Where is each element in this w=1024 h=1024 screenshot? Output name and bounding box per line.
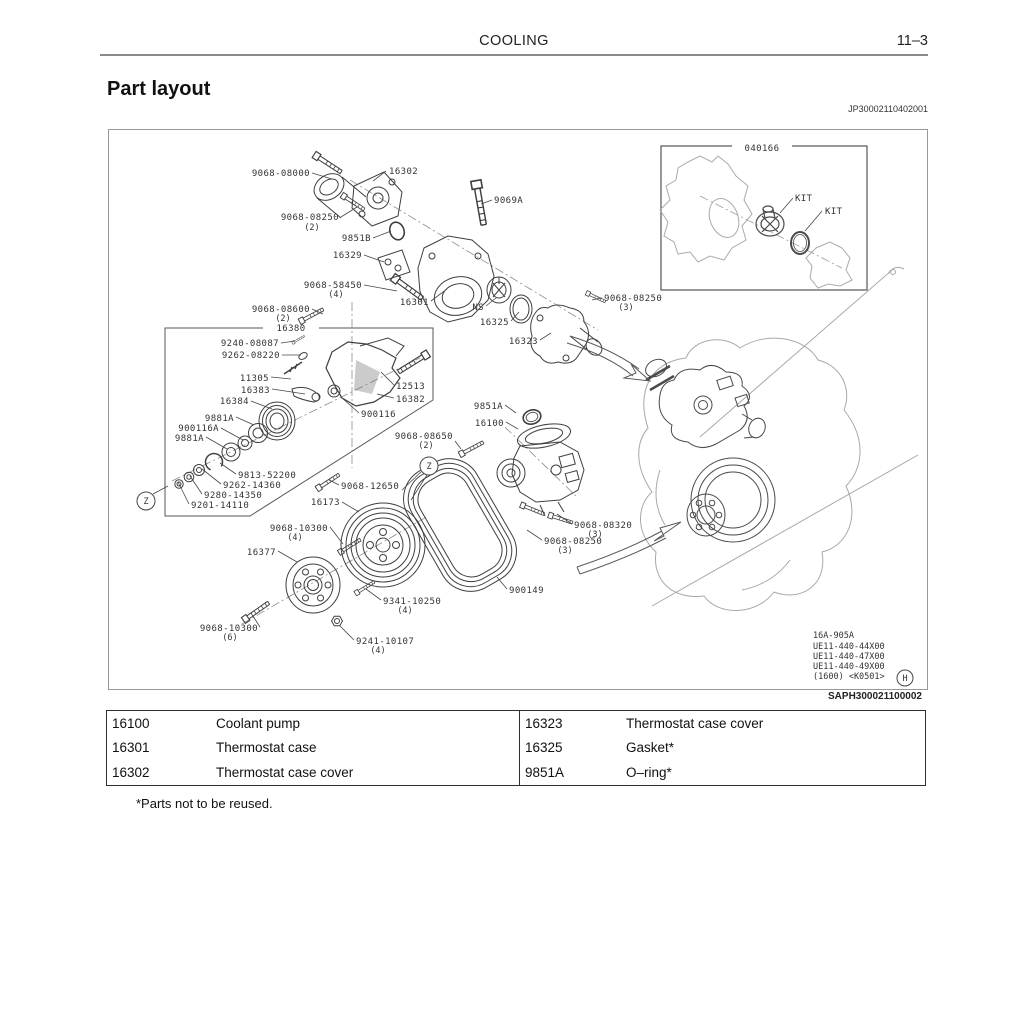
part-labels: 9068-08000 16302 9069A 9068-08250 (2) 98… — [175, 144, 885, 682]
engine-ghost-outline — [638, 266, 919, 611]
part-label-16377: 16377 — [247, 548, 276, 558]
part-label-9280-14350: 9280-14350 — [204, 491, 262, 501]
header-page-number: 11–3 — [896, 33, 928, 49]
model-block-line5: (1600) <K0501> — [813, 672, 885, 682]
part-label-16380: 16380 — [276, 324, 305, 334]
part-label-16325: 16325 — [480, 318, 509, 328]
parts-table-number: 9851A — [519, 760, 626, 785]
part-label-9068-12650: 9068-12650 — [341, 482, 399, 492]
part-label-9068-08320: 9068-08320 — [574, 521, 632, 531]
part-label-9341-10250: 9341-10250 — [383, 597, 441, 607]
table-footnote: *Parts not to be reused. — [136, 796, 273, 811]
part-label-16383: 16383 — [241, 386, 270, 396]
part-label-9881A-a: 9881A — [205, 414, 234, 424]
parts-table-name: Thermostat case cover — [216, 765, 354, 781]
parts-table: 16100 Coolant pump 16323 Thermostat case… — [106, 710, 926, 786]
part-label-9068-10300-a: 9068-10300 — [270, 524, 328, 534]
part-label-9068-08000: 9068-08000 — [252, 169, 310, 179]
part-label-900149: 900149 — [509, 586, 544, 596]
assembly-arrows — [566, 335, 682, 575]
part-label-9068-58450: 9068-58450 — [304, 281, 362, 291]
model-block-line2: UE11-440-44X00 — [813, 642, 885, 652]
model-block-line1: 16A-905A — [813, 631, 854, 641]
qty-label-9068-08320: (3) — [587, 530, 602, 540]
part-label-16100: 16100 — [475, 419, 504, 429]
ref-letter-left: Z — [143, 497, 148, 507]
ref-circle-left — [136, 491, 156, 511]
ref-letter-belt: Z — [426, 462, 431, 472]
part-label-16382: 16382 — [396, 395, 425, 405]
leader-lines — [152, 170, 823, 641]
part-label-9068-08250-b: 9068-08250 — [604, 294, 662, 304]
part-label-9813-52200: 9813-52200 — [238, 471, 296, 481]
part-label-9851A: 9851A — [474, 402, 503, 412]
model-block-line4: UE11-440-49X00 — [813, 662, 885, 672]
qty-label-9341-10250: (4) — [397, 606, 412, 616]
image-code: SAPH300021100002 — [828, 691, 922, 702]
part-label-9068-08600: 9068-08600 — [252, 305, 310, 315]
part-label-9068-08650: 9068-08650 — [395, 432, 453, 442]
parts-table-name: O–ring* — [626, 765, 672, 781]
part-label-16323: 16323 — [509, 337, 538, 347]
part-label-12513: 12513 — [396, 382, 425, 392]
parts-table-number: 16100 — [112, 715, 150, 731]
part-label-900116: 900116 — [361, 410, 396, 420]
kit-label-2: KIT — [825, 207, 843, 217]
qty-label-9068-08650: (2) — [418, 441, 433, 451]
part-label-NS: NS — [472, 303, 484, 313]
kit-label-1: KIT — [795, 194, 813, 204]
ref-circle-belt — [419, 456, 439, 476]
model-block-line3: UE11-440-47X00 — [813, 652, 885, 662]
part-label-16301: 16301 — [400, 298, 429, 308]
part-layout-diagram: Z Z H 9068-08000 16302 9069A 9068-08250 … — [136, 142, 919, 687]
part-label-9201-14110: 9201-14110 — [191, 501, 249, 511]
header-chapter-title: COOLING — [479, 33, 549, 49]
parts-table-number: 16302 — [112, 765, 150, 781]
page-title: Part layout — [107, 78, 211, 100]
kit-inset-box — [659, 142, 868, 291]
part-label-9068-10300-b: 9068-10300 — [200, 624, 258, 634]
part-label-9240-08087: 9240-08087 — [221, 339, 279, 349]
part-label-9069A: 9069A — [494, 196, 523, 206]
figure-frame — [108, 129, 928, 690]
qty-label-9068-08250-c: (3) — [557, 546, 572, 556]
part-label-9241-10107: 9241-10107 — [356, 637, 414, 647]
part-label-9068-08250-c: 9068-08250 — [544, 537, 602, 547]
parts-table-name: Gasket* — [626, 740, 675, 756]
part-label-9262-08220: 9262-08220 — [222, 351, 280, 361]
part-label-16329: 16329 — [333, 251, 362, 261]
part-label-900116A: 900116A — [178, 424, 219, 434]
qty-label-9068-10300-a: (4) — [287, 533, 302, 543]
figure-reference-code: JP30002110402001 — [848, 104, 928, 114]
qty-label-9068-10300-b: (6) — [222, 633, 237, 643]
installed-coolant-pump — [645, 358, 776, 543]
part-label-9068-08250-a: 9068-08250 — [281, 213, 339, 223]
qty-label-9241-10107: (4) — [370, 646, 385, 656]
bracket-sub-box — [164, 323, 434, 517]
parts-table-name: Thermostat case — [216, 740, 317, 756]
part-label-9262-14360: 9262-14360 — [223, 481, 281, 491]
qty-label-9068-08600: (2) — [275, 314, 290, 324]
part-label-16173: 16173 — [311, 498, 340, 508]
parts-table-name: Thermostat case cover — [626, 715, 764, 731]
parts-table-number: 16325 — [519, 735, 626, 761]
qty-label-9068-58450: (4) — [328, 290, 343, 300]
part-label-16384: 16384 — [220, 397, 249, 407]
ref-circle-h — [896, 669, 914, 687]
part-label-9881A-b: 9881A — [175, 434, 204, 444]
parts-table-number: 16301 — [112, 740, 150, 756]
reference-circles — [136, 456, 914, 687]
parts-table-number: 16323 — [519, 711, 626, 736]
part-label-11305: 11305 — [240, 374, 269, 384]
exploded-parts — [174, 150, 607, 627]
qty-label-9068-08250-a: (2) — [304, 223, 319, 233]
header-rule — [100, 54, 928, 56]
part-label-9851B: 9851B — [342, 234, 371, 244]
ref-letter-h: H — [902, 674, 907, 684]
qty-label-9068-08250-b: (3) — [618, 303, 633, 313]
part-label-16302: 16302 — [389, 167, 418, 177]
parts-table-name: Coolant pump — [216, 715, 301, 731]
inset-box-label: 040166 — [745, 144, 780, 154]
